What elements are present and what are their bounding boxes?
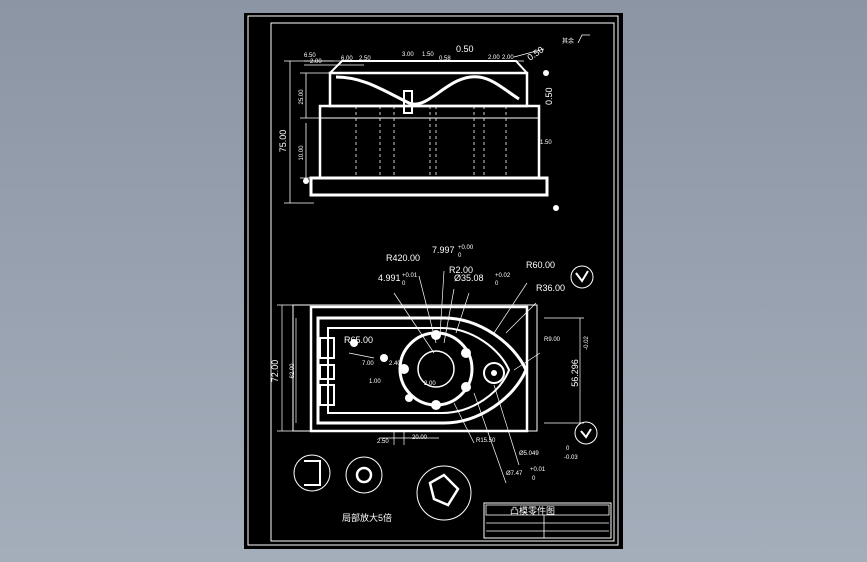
dim-top-8: 2.00	[488, 55, 500, 61]
label-r9: R9.00	[544, 337, 561, 343]
central-ring	[398, 331, 474, 407]
label-r36: R36.00	[536, 283, 565, 293]
balloon-markers	[303, 70, 559, 211]
detail-balloon-bottom	[574, 421, 598, 445]
label-h62: 62.00	[290, 363, 296, 379]
roughness-symbol	[577, 34, 590, 44]
dim-left-2: 10.00	[299, 145, 305, 161]
cap-chamfer	[329, 60, 528, 74]
base-plate	[309, 176, 549, 197]
label-dia35: Ø35.08	[454, 273, 484, 283]
dim-left-1: 75.00	[278, 130, 288, 153]
detail-1	[293, 454, 331, 492]
boat-profile-outer	[316, 316, 528, 425]
central-bore	[417, 350, 455, 388]
detail-note: 局部放大5倍	[342, 512, 392, 523]
dim-right-a: 0.50	[544, 87, 554, 105]
drawing-title: 凸模零件图	[510, 505, 555, 516]
dim-top-7: 0.58	[439, 56, 451, 62]
detail-2-shape	[355, 466, 373, 484]
drawing-sheet: 75.00 25.00 10.00 6.50 2.00 6.00 2.50 3.…	[244, 13, 623, 549]
label-7997-up: +0.00	[458, 245, 474, 251]
nose-hole	[483, 362, 505, 384]
dim-top-10: 0.50	[525, 44, 545, 62]
label-dia747-up: +0.01	[530, 467, 546, 473]
label-d7: 7.00	[362, 361, 374, 367]
label-r1550: R15.50	[476, 438, 496, 444]
label-dia5049-up: 0	[566, 446, 570, 452]
dim-top-6: 0.50	[456, 44, 474, 54]
dim-top-1: 2.00	[310, 59, 322, 65]
top-dim-lines	[304, 48, 545, 66]
boat-profile-inner	[327, 327, 511, 414]
label-d2b: 2.00	[424, 381, 436, 387]
detail-balloon-top-mark	[575, 270, 589, 283]
outer-border	[247, 15, 619, 546]
label-h56-tol: -0.02	[584, 336, 590, 350]
detail-balloon-bottom-mark	[580, 428, 592, 439]
label-d2: 2.40	[389, 361, 401, 367]
nose-hole-center	[491, 370, 497, 376]
dim-top-4: 3.00	[402, 52, 414, 58]
label-4991-up: +0.01	[402, 273, 418, 279]
pin-holes	[350, 330, 471, 410]
dim-left-0: 25.00	[299, 89, 305, 105]
label-dia747: Ø7.47	[506, 471, 523, 477]
label-r65: R65.00	[344, 335, 373, 345]
detail-3-shape	[428, 473, 460, 507]
label-r60: R60.00	[526, 260, 555, 270]
label-dia35-up: +0.02	[495, 273, 511, 279]
top-cap	[328, 71, 529, 108]
label-4991: 4.991	[378, 273, 401, 283]
label-7997-lo: 0	[458, 253, 462, 259]
label-r2: R2.00	[449, 265, 473, 275]
dim-top-5: 1.50	[422, 52, 434, 58]
label-dia5049-lo: -0.03	[564, 455, 578, 461]
plan-view: R420.00 7.997 +0.00 0 R2.00 Ø35.08 +0.02…	[270, 245, 598, 484]
label-h72: 72.00	[270, 360, 280, 383]
label-dia5049: Ø5.049	[519, 451, 539, 457]
detail-views: 局部放大5倍	[293, 454, 472, 523]
detail-1-shape	[304, 460, 321, 486]
label-d2c: 2.50	[377, 439, 389, 445]
detail-3	[416, 465, 472, 521]
cavity-profile	[335, 75, 520, 106]
label-r420: R420.00	[386, 253, 420, 263]
title-row	[485, 504, 610, 516]
dim-top-3: 2.50	[359, 56, 371, 62]
pin-slot	[403, 90, 413, 114]
leader-lines	[277, 270, 584, 484]
dim-top-2: 6.00	[341, 56, 353, 62]
roughness-note: 其余	[562, 37, 574, 45]
title-block: 凸模零件图	[483, 502, 612, 539]
label-dia747-lo: 0	[532, 476, 536, 482]
left-notches	[319, 337, 335, 406]
label-h56: 56.296	[570, 359, 580, 387]
dim-top-0: 6.50	[304, 53, 316, 59]
label-d1: 1.00	[369, 379, 381, 385]
left-dim-lines	[284, 60, 334, 204]
label-dia35-lo: 0	[495, 281, 499, 287]
cad-drawing: 75.00 25.00 10.00 6.50 2.00 6.00 2.50 3.…	[247, 15, 619, 546]
hidden-lines	[355, 106, 507, 178]
label-4991-lo: 0	[402, 281, 406, 287]
dim-top-9: 2.00	[502, 55, 514, 61]
inner-frame	[270, 22, 615, 542]
label-d20: 20.00	[412, 435, 428, 441]
title-block-frame	[483, 502, 612, 539]
detail-balloon-top	[570, 265, 594, 289]
detail-2	[345, 456, 383, 494]
front-view: 75.00 25.00 10.00 6.50 2.00 6.00 2.50 3.…	[278, 34, 590, 211]
dim-right-b: 1.50	[540, 140, 552, 146]
label-7997: 7.997	[432, 245, 455, 255]
